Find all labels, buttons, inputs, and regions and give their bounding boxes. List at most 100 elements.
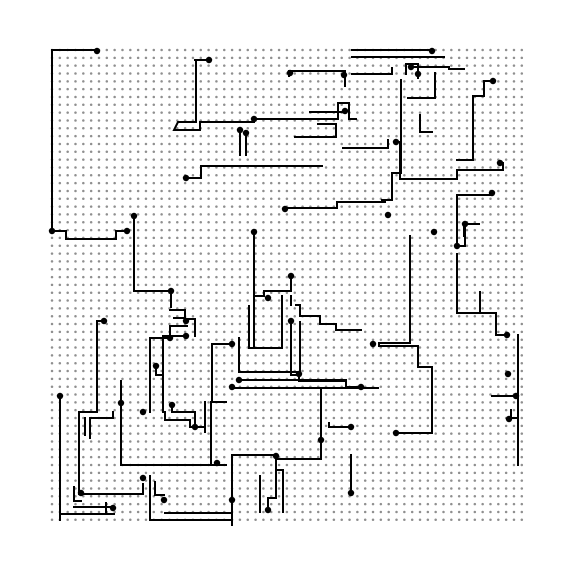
grid-dot xyxy=(403,72,406,75)
grid-dot xyxy=(504,479,508,482)
grid-dot xyxy=(489,134,492,138)
grid-dot xyxy=(442,385,445,388)
grid-dot xyxy=(520,56,524,60)
grid-dot xyxy=(269,283,273,287)
grid-dot xyxy=(246,64,249,67)
grid-dot xyxy=(387,80,390,83)
grid-dot xyxy=(89,95,93,99)
grid-dot xyxy=(450,455,453,459)
grid-dot xyxy=(277,134,281,138)
grid-dot xyxy=(426,479,430,482)
grid-dot xyxy=(340,142,343,146)
grid-dot xyxy=(152,197,156,201)
grid-dot xyxy=(497,385,500,388)
grid-dot xyxy=(316,236,320,240)
grid-dot xyxy=(136,408,140,412)
grid-dot xyxy=(489,448,492,451)
grid-dot xyxy=(512,385,516,388)
grid-dot xyxy=(176,448,179,451)
grid-dot xyxy=(113,432,116,435)
grid-dot xyxy=(144,346,148,349)
grid-dot xyxy=(418,463,422,467)
grid-dot xyxy=(160,314,163,318)
grid-dot xyxy=(238,502,242,506)
grid-dot xyxy=(246,48,249,52)
grid-dot xyxy=(74,213,77,216)
grid-dot xyxy=(497,189,500,193)
grid-dot xyxy=(230,330,234,334)
grid-dot xyxy=(199,80,203,83)
grid-dot xyxy=(301,330,304,334)
grid-dot xyxy=(105,56,109,60)
grid-dot xyxy=(176,174,179,177)
grid-dot xyxy=(285,291,289,294)
grid-dot xyxy=(489,440,492,443)
grid-dot xyxy=(293,432,296,435)
grid-dot xyxy=(340,330,343,334)
grid-dot xyxy=(144,275,148,279)
grid-dot xyxy=(434,267,437,271)
grid-dot xyxy=(410,440,414,443)
grid-dot xyxy=(113,518,116,522)
grid-dot xyxy=(316,213,320,216)
grid-dot xyxy=(129,111,132,114)
grid-dot xyxy=(473,260,477,263)
grid-dot xyxy=(316,189,320,193)
grid-dot xyxy=(269,197,273,201)
grid-dot xyxy=(473,283,477,287)
grid-dot xyxy=(136,330,140,334)
grid-dot xyxy=(395,479,398,482)
grid-dot xyxy=(301,56,304,60)
grid-dot xyxy=(457,299,461,302)
grid-dot xyxy=(497,416,500,420)
grid-dot xyxy=(183,80,187,83)
grid-dot xyxy=(168,174,171,177)
grid-dot xyxy=(473,221,477,224)
grid-dot xyxy=(316,150,320,154)
grid-dot xyxy=(144,502,148,506)
grid-dot xyxy=(277,393,281,396)
grid-dot xyxy=(66,463,69,467)
grid-dot xyxy=(481,127,484,130)
grid-dot xyxy=(332,408,336,412)
grid-dot xyxy=(66,56,69,60)
node-layer xyxy=(48,47,520,514)
grid-dot xyxy=(293,64,296,67)
grid-dot xyxy=(403,338,406,341)
grid-dot xyxy=(520,150,524,154)
grid-dot xyxy=(465,95,469,99)
grid-dot xyxy=(176,291,179,294)
grid-dot xyxy=(285,213,289,216)
grid-dot xyxy=(129,432,132,435)
grid-dot xyxy=(465,48,469,52)
grid-dot xyxy=(183,275,187,279)
grid-dot xyxy=(136,283,140,287)
grid-dot xyxy=(223,56,226,60)
grid-dot xyxy=(512,338,516,341)
grid-dot xyxy=(426,369,430,373)
grid-dot xyxy=(465,87,469,91)
grid-dot xyxy=(113,205,116,208)
grid-dot xyxy=(504,267,508,271)
wire-path xyxy=(154,481,165,496)
junction-node xyxy=(117,399,125,407)
grid-dot xyxy=(136,346,140,349)
wire-path xyxy=(410,66,465,70)
grid-dot xyxy=(418,283,422,287)
grid-dot xyxy=(434,424,437,428)
grid-dot xyxy=(332,174,336,177)
grid-dot xyxy=(254,213,257,216)
grid-dot xyxy=(97,228,101,232)
grid-dot xyxy=(97,346,101,349)
grid-dot xyxy=(371,307,375,310)
grid-dot xyxy=(152,354,156,357)
grid-dot xyxy=(418,495,422,498)
grid-dot xyxy=(183,205,187,208)
grid-dot xyxy=(520,64,524,67)
grid-dot xyxy=(152,432,156,435)
grid-dot xyxy=(520,87,524,91)
grid-dot xyxy=(207,487,210,490)
grid-dot xyxy=(144,510,148,514)
grid-dot xyxy=(410,330,414,334)
grid-dot xyxy=(238,181,242,185)
